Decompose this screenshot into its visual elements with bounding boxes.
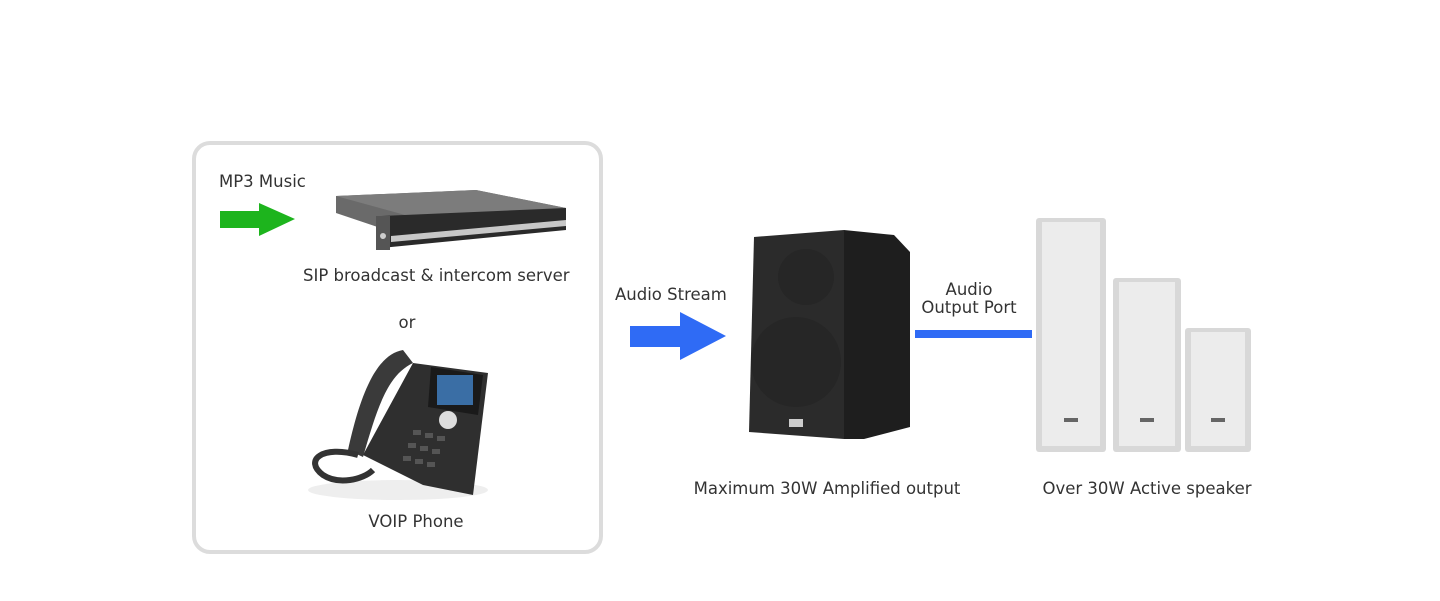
output-port-label-line1: Audio xyxy=(945,280,993,299)
green-arrow-icon xyxy=(220,203,295,236)
output-connection-line xyxy=(915,330,1032,338)
column-speaker-small xyxy=(1185,328,1251,452)
output-port-label: Audio Output Port xyxy=(921,281,1016,317)
blue-arrow-icon xyxy=(630,312,726,360)
active-speaker-label: Over 30W Active speaker xyxy=(1042,479,1252,498)
or-label: or xyxy=(398,313,416,332)
output-port-label-line2: Output Port xyxy=(921,298,1017,317)
audio-stream-label: Audio Stream xyxy=(615,285,727,304)
source-group-box xyxy=(192,141,603,554)
column-speakers-image xyxy=(1036,218,1251,452)
column-speaker-medium xyxy=(1113,278,1181,452)
voip-phone-image xyxy=(308,350,488,500)
amplified-speaker-label: Maximum 30W Amplified output xyxy=(693,479,961,498)
voip-phone-label: VOIP Phone xyxy=(368,512,464,531)
sip-server-label: SIP broadcast & intercom server xyxy=(303,266,570,285)
amplified-speaker-image xyxy=(749,230,910,439)
sip-server-image xyxy=(336,190,566,250)
column-speaker-large xyxy=(1036,218,1106,452)
mp3-music-label: MP3 Music xyxy=(219,172,306,191)
